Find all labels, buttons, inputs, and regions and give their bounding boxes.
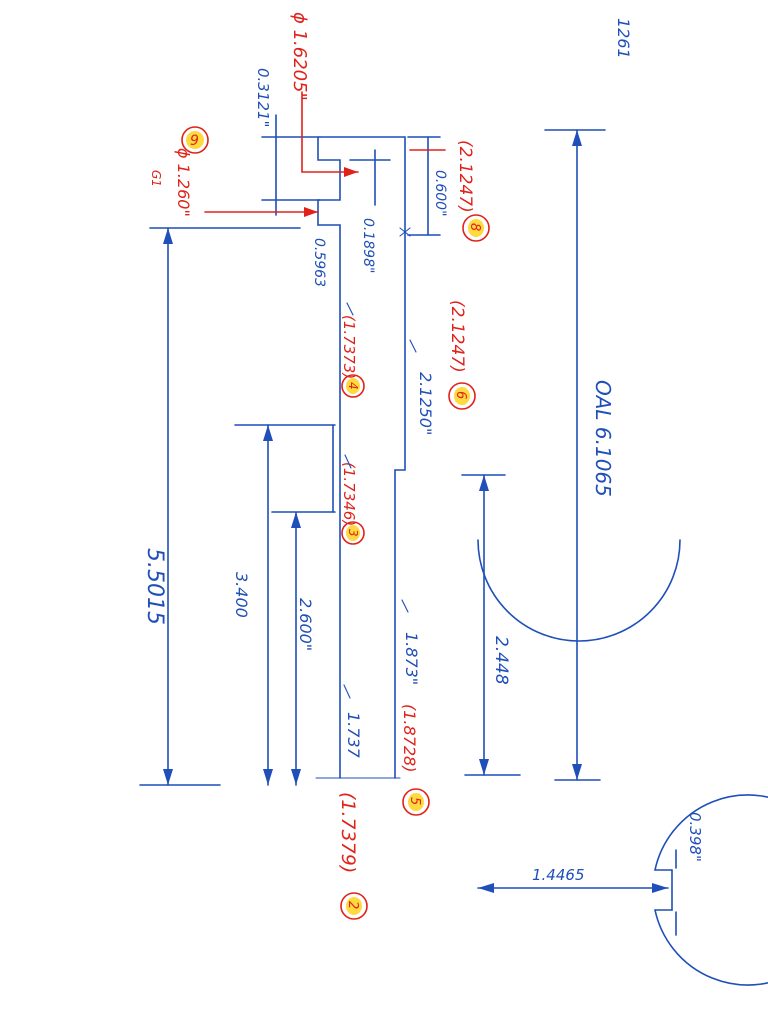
shaft-outline-left xyxy=(317,224,341,779)
arrowhead xyxy=(478,883,494,893)
oal-label: OAL 6.1065 xyxy=(591,380,615,497)
balloon-8 xyxy=(462,214,490,242)
balloon-5-number: 5 xyxy=(407,797,422,805)
arrowhead xyxy=(163,769,173,785)
d-1-7346-label: (1.7346) xyxy=(340,462,358,526)
d-2-1247-a-label: (2.1247) xyxy=(455,140,475,213)
balloon-9-highlight xyxy=(186,131,204,149)
arrowhead xyxy=(572,764,582,780)
section-circle xyxy=(654,794,768,986)
balloon-5-highlight xyxy=(408,793,424,811)
arrowhead xyxy=(479,759,489,775)
balloon-8-highlight xyxy=(468,219,484,237)
balloon-4-highlight xyxy=(346,378,360,394)
balloon-9-number: 9 xyxy=(190,133,199,149)
leader-2-1250 xyxy=(409,339,417,353)
phi-1-6205-leader xyxy=(301,91,359,173)
balloon-3 xyxy=(341,521,365,545)
arrowhead xyxy=(479,475,489,491)
g1-label: G1 xyxy=(149,170,163,187)
arrowhead xyxy=(652,883,668,893)
overall-length-label: 5.5015 xyxy=(142,548,167,625)
leader-1-737 xyxy=(343,684,351,699)
corner-note: 1261 xyxy=(614,18,633,59)
shaft-profile xyxy=(315,136,411,779)
arc-profile xyxy=(477,539,681,642)
balloon-4 xyxy=(341,374,365,398)
d-1-7379-label: (1.7379) xyxy=(337,792,359,873)
dim-0-5963-label: 0.5963 xyxy=(311,238,327,287)
balloon-2 xyxy=(340,892,368,920)
arrowhead xyxy=(572,130,582,146)
balloon-8-number: 8 xyxy=(467,223,482,231)
dim-1-873-label: 1.873" xyxy=(402,632,421,685)
length-2-600-label: 2.600" xyxy=(296,598,315,651)
balloon-6 xyxy=(448,382,476,410)
balloon-4-number: 4 xyxy=(346,382,360,390)
balloon-3-number: 3 xyxy=(346,529,360,537)
dim-2-448-label: 2.448 xyxy=(491,636,511,685)
arrowhead xyxy=(291,512,301,528)
leader-1-873 xyxy=(401,599,409,613)
d-1-8728-label: (1.8728) xyxy=(400,704,419,772)
dim-2-1250-label: 2.1250" xyxy=(416,372,435,435)
balloon-2-number: 2 xyxy=(345,901,360,909)
d-1-7373-label: (1.7373) xyxy=(340,315,358,379)
arrowhead xyxy=(344,167,358,177)
balloon-6-highlight xyxy=(454,387,470,405)
balloon-5 xyxy=(402,788,430,816)
balloon-9 xyxy=(181,126,209,154)
dim-0-398-label: 0.398" xyxy=(686,812,704,862)
balloon-3-highlight xyxy=(346,525,360,541)
dim-0-1898-label: 0.1898" xyxy=(360,218,376,273)
arrowhead xyxy=(163,228,173,244)
balloon-6-number: 6 xyxy=(453,391,468,399)
phi-1-6205-label: ϕ 1.6205" xyxy=(289,12,310,101)
neck-step xyxy=(317,136,341,226)
phi-1-260-label: ϕ 1.260" xyxy=(174,148,193,217)
balloon-2-highlight xyxy=(346,897,362,915)
leader-3 xyxy=(344,454,352,469)
dim-1-4465-label: 1.4465 xyxy=(532,866,585,884)
shaft-outline-right xyxy=(319,136,406,779)
arrowhead xyxy=(263,425,273,441)
dim-0-600-label: 0.600" xyxy=(432,170,448,217)
section-view: 1.4465 0.398" xyxy=(477,794,768,986)
dim-1-737-label: 1.737 xyxy=(344,712,363,759)
length-3-400-label: 3.400 xyxy=(232,572,251,618)
arrowhead xyxy=(263,769,273,785)
dim-0-3121-label: 0.3121" xyxy=(254,68,272,127)
break-mark-b xyxy=(399,227,411,237)
arrowhead xyxy=(304,207,318,217)
leader-4 xyxy=(346,302,354,316)
d-2-1247-b-label: (2.1247) xyxy=(447,300,467,373)
arrowhead xyxy=(291,769,301,785)
